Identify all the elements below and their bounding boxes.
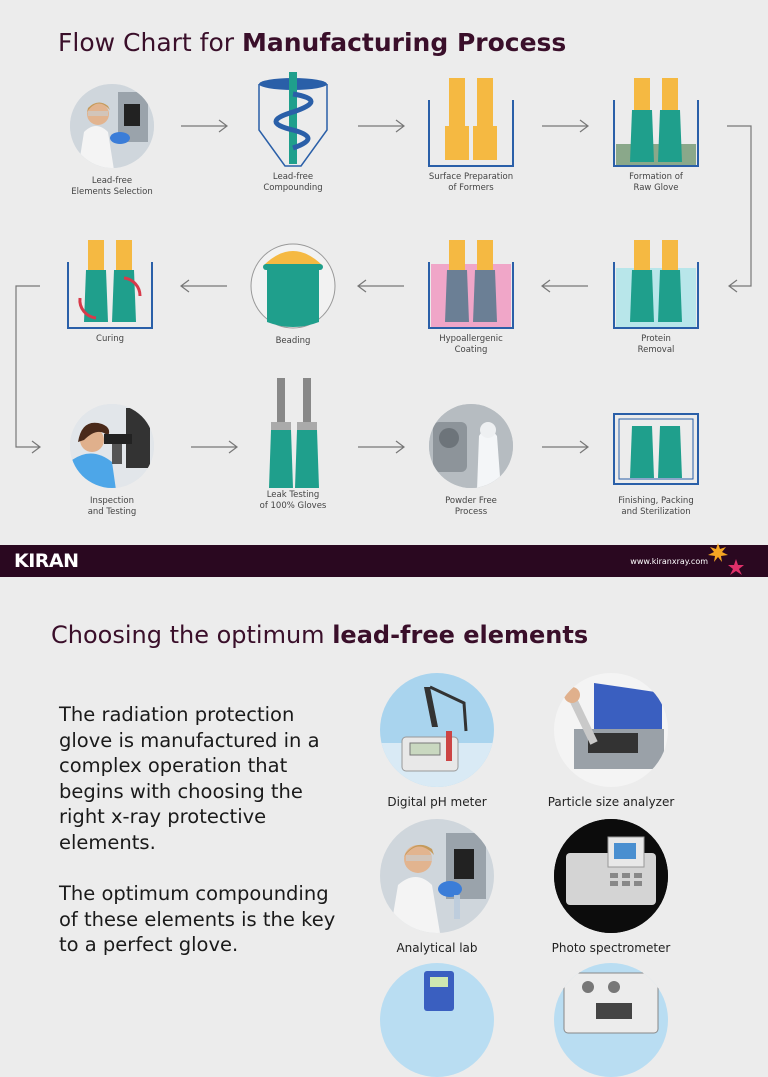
- flowchart-title-bold: Manufacturing Process: [241, 28, 567, 57]
- lead-free-title-prefix: Choosing the optimum: [51, 621, 333, 649]
- packed-gloves-icon: [612, 412, 700, 490]
- flowchart-slide: Flow Chart for Manufacturing Process Lea…: [15, 28, 752, 518]
- curing-tank-icon: [66, 238, 154, 332]
- intro-paragraph: The radiation protection glove is manufa…: [59, 703, 320, 854]
- mixer-tank-icon: [249, 70, 337, 170]
- step-surface-preparation: Surface Preparation of Formers: [406, 76, 536, 194]
- step-label: Surface Preparation of Formers: [428, 172, 514, 193]
- step-label: Formation of Raw Glove: [629, 172, 683, 193]
- lead-free-elements-slide: Choosing the optimum lead-free elements …: [0, 577, 768, 1077]
- flowchart-title: Flow Chart for Manufacturing Process: [58, 28, 566, 57]
- lab-scientist-photo-icon: [68, 82, 156, 170]
- lab-instrument-photo-icon: [554, 963, 668, 1077]
- leak-testing-icon: [249, 376, 337, 492]
- equipment-ph-meter: Digital pH meter: [352, 673, 522, 809]
- step-label: Lead-free Elements Selection: [71, 176, 153, 197]
- step-label: Inspection and Testing: [87, 496, 137, 517]
- arrow-down-left: [15, 285, 41, 454]
- arrow-right-1: [181, 119, 228, 133]
- step-beading: Beading: [228, 242, 358, 347]
- step-lead-free-elements-selection: Lead-free Elements Selection: [47, 82, 177, 198]
- lab-instrument-photo-icon: [380, 963, 494, 1077]
- equipment-photo-spectrometer: Photo spectrometer: [526, 819, 696, 955]
- step-finishing-packing: Finishing, Packing and Sterilization: [591, 412, 721, 518]
- compounding-paragraph: The optimum compounding of these element…: [59, 882, 336, 956]
- step-label: Curing: [96, 334, 124, 344]
- particle-analyzer-photo-icon: [554, 673, 668, 787]
- protein-removal-tank-icon: [612, 238, 700, 332]
- arrow-right-5: [358, 440, 405, 454]
- step-label: Protein Removal: [637, 334, 675, 355]
- kiran-logo: KIRAN: [14, 550, 79, 572]
- ph-meter-photo-icon: [380, 673, 494, 787]
- arrow-right-6: [542, 440, 589, 454]
- lead-free-title-bold: lead-free elements: [332, 621, 589, 649]
- coating-tank-icon: [427, 238, 515, 332]
- equipment-label: Digital pH meter: [387, 795, 487, 809]
- flow-arrows: [15, 119, 752, 454]
- cleanroom-photo-icon: [427, 402, 515, 490]
- step-inspection-testing: Inspection and Testing: [47, 402, 177, 518]
- arrow-right-4: [191, 440, 238, 454]
- step-protein-removal: Protein Removal: [591, 238, 721, 356]
- beading-icon: [249, 242, 337, 330]
- equipment-partial-1: [352, 963, 522, 1077]
- footer-bar: KIRAN www.kiranxray.com: [0, 543, 768, 577]
- step-label: Finishing, Packing and Sterilization: [618, 496, 694, 517]
- arrow-left-2: [357, 279, 404, 293]
- step-powder-free-process: Powder Free Process: [406, 402, 536, 518]
- equipment-particle-size-analyzer: Particle size analyzer: [526, 673, 696, 809]
- microscope-photo-icon: [68, 402, 156, 490]
- raw-glove-dip-icon: [612, 76, 700, 170]
- step-label: Beading: [275, 336, 311, 346]
- equipment-label: Particle size analyzer: [547, 795, 675, 809]
- arrow-right-2: [358, 119, 405, 133]
- lead-free-title: Choosing the optimum lead-free elements: [51, 621, 588, 649]
- step-label: Hypoallergenic Coating: [439, 334, 503, 355]
- spectrometer-photo-icon: [554, 819, 668, 933]
- equipment-partial-2: [526, 963, 696, 1077]
- step-curing: Curing: [45, 238, 175, 345]
- equipment-label: Analytical lab: [396, 941, 478, 955]
- analytical-lab-photo-icon: [380, 819, 494, 933]
- flowchart-title-prefix: Flow Chart for: [58, 28, 242, 57]
- hand-formers-icon: [427, 76, 515, 170]
- equipment-analytical-lab: Analytical lab: [352, 819, 522, 955]
- step-label: Leak Testing of 100% Gloves: [259, 490, 327, 511]
- step-label: Powder Free Process: [445, 496, 497, 517]
- step-leak-testing: Leak Testing of 100% Gloves: [228, 376, 358, 512]
- step-formation-raw-glove: Formation of Raw Glove: [591, 76, 721, 194]
- step-lead-free-compounding: Lead-free Compounding: [228, 70, 358, 194]
- arrow-left-3: [180, 279, 227, 293]
- step-hypoallergenic-coating: Hypoallergenic Coating: [406, 238, 536, 356]
- arrow-right-3: [542, 119, 589, 133]
- step-label: Lead-free Compounding: [263, 172, 323, 193]
- website-url: www.kiranxray.com: [630, 557, 708, 566]
- arrow-down-right: [727, 125, 752, 293]
- equipment-label: Photo spectrometer: [551, 941, 671, 955]
- arrow-left-1: [541, 279, 588, 293]
- star-burst-icon: [708, 543, 744, 575]
